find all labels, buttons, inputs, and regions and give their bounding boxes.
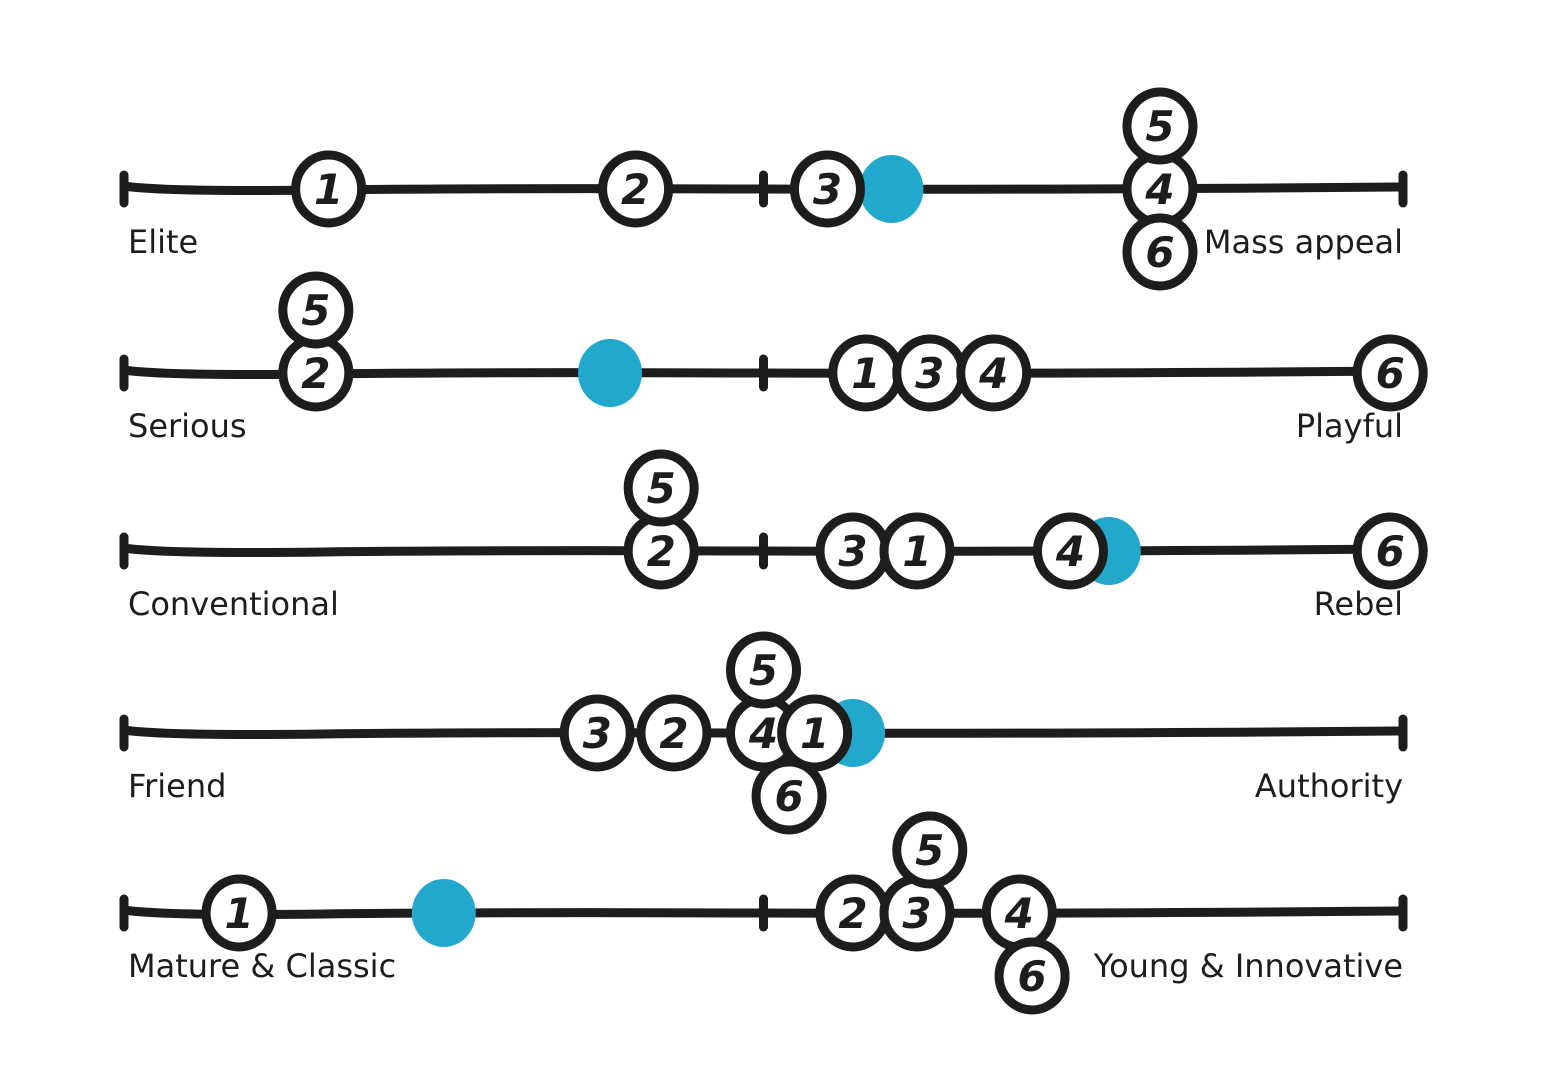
marker-1: 1 <box>291 150 367 228</box>
marker-3: 3 <box>559 694 635 772</box>
marker-circle <box>291 150 367 228</box>
marker-5: 5 <box>892 811 968 889</box>
marker-circle <box>278 271 354 349</box>
target-dot <box>411 879 476 947</box>
marker-label: 2 <box>301 349 330 398</box>
right-pole-label: Young & Innovative <box>1093 947 1403 985</box>
marker-2: 2 <box>623 512 699 590</box>
marker-label: 4 <box>978 349 1008 398</box>
marker-label: 6 <box>1145 228 1174 277</box>
marker-label: 6 <box>1376 349 1405 398</box>
marker-label: 6 <box>1376 527 1405 576</box>
marker-4: 4 <box>981 874 1057 952</box>
marker-1: 1 <box>879 512 955 590</box>
marker-label: 1 <box>800 709 829 758</box>
marker-label: 3 <box>902 889 931 938</box>
scale-row: 1 2 3 4 5 6 Elite Mass appeal <box>119 87 1408 291</box>
marker-3: 3 <box>815 512 891 590</box>
marker-circle <box>598 150 674 228</box>
right-pole-label: Playful <box>1296 407 1403 445</box>
marker-1: 1 <box>828 334 904 412</box>
marker-circle <box>636 694 712 772</box>
marker-label: 4 <box>1144 165 1174 214</box>
marker-label: 1 <box>851 349 880 398</box>
marker-6: 6 <box>1352 334 1428 412</box>
marker-circle <box>1352 512 1428 590</box>
marker-label: 5 <box>647 464 676 513</box>
marker-label: 6 <box>1017 952 1046 1001</box>
marker-label: 1 <box>224 889 253 938</box>
marker-label: 4 <box>1055 527 1085 576</box>
marker-circle <box>623 449 699 527</box>
marker-5: 5 <box>623 449 699 527</box>
marker-6: 6 <box>1122 213 1198 291</box>
marker-3: 3 <box>892 334 968 412</box>
target-dot <box>578 339 643 407</box>
marker-2: 2 <box>278 334 354 412</box>
marker-label: 5 <box>1145 102 1174 151</box>
marker-label: 2 <box>659 709 688 758</box>
marker-label: 6 <box>774 772 803 821</box>
marker-label: 3 <box>583 709 612 758</box>
marker-6: 6 <box>751 757 827 835</box>
marker-circle <box>892 811 968 889</box>
marker-circle <box>559 694 635 772</box>
marker-label: 2 <box>838 889 867 938</box>
marker-label: 2 <box>647 527 676 576</box>
marker-circle <box>1122 87 1198 165</box>
right-pole-label: Mass appeal <box>1204 223 1403 261</box>
marker-3: 3 <box>789 150 865 228</box>
left-pole-label: Friend <box>128 767 226 805</box>
marker-circle <box>201 874 277 952</box>
marker-label: 3 <box>915 349 944 398</box>
marker-label: 2 <box>621 165 650 214</box>
right-pole-label: Rebel <box>1314 585 1403 623</box>
marker-label: 5 <box>915 826 944 875</box>
marker-circle <box>777 694 853 772</box>
marker-label: 5 <box>749 646 778 695</box>
marker-label: 5 <box>301 286 330 335</box>
left-pole-label: Elite <box>128 223 198 261</box>
marker-4: 4 <box>1122 150 1198 228</box>
marker-circle <box>1122 213 1198 291</box>
marker-6: 6 <box>1352 512 1428 590</box>
marker-2: 2 <box>815 874 891 952</box>
marker-label: 3 <box>813 165 842 214</box>
marker-circle <box>956 334 1032 412</box>
marker-label: 4 <box>1004 889 1034 938</box>
marker-circle <box>1352 334 1428 412</box>
marker-5: 5 <box>726 631 801 709</box>
marker-label: 3 <box>838 527 867 576</box>
marker-5: 5 <box>278 271 354 349</box>
marker-3: 3 <box>879 874 955 952</box>
right-pole-label: Authority <box>1255 767 1403 805</box>
marker-label: 1 <box>902 527 931 576</box>
marker-circle <box>994 937 1070 1015</box>
marker-label: 4 <box>748 709 778 758</box>
marker-4: 4 <box>956 334 1032 412</box>
left-pole-label: Mature & Classic <box>128 947 396 985</box>
marker-1: 1 <box>777 694 853 772</box>
marker-circle <box>751 757 827 835</box>
marker-circle <box>1032 512 1108 590</box>
marker-label: 1 <box>314 165 343 214</box>
marker-6: 6 <box>994 937 1070 1015</box>
marker-circle <box>789 150 865 228</box>
left-pole-label: Conventional <box>128 585 339 623</box>
marker-circle <box>726 631 801 709</box>
marker-2: 2 <box>636 694 712 772</box>
marker-2: 2 <box>598 150 674 228</box>
marker-circle <box>879 512 955 590</box>
marker-4: 4 <box>1032 512 1108 590</box>
marker-5: 5 <box>1122 87 1198 165</box>
target-dot <box>859 155 924 223</box>
left-pole-label: Serious <box>128 407 247 445</box>
marker-1: 1 <box>201 874 277 952</box>
